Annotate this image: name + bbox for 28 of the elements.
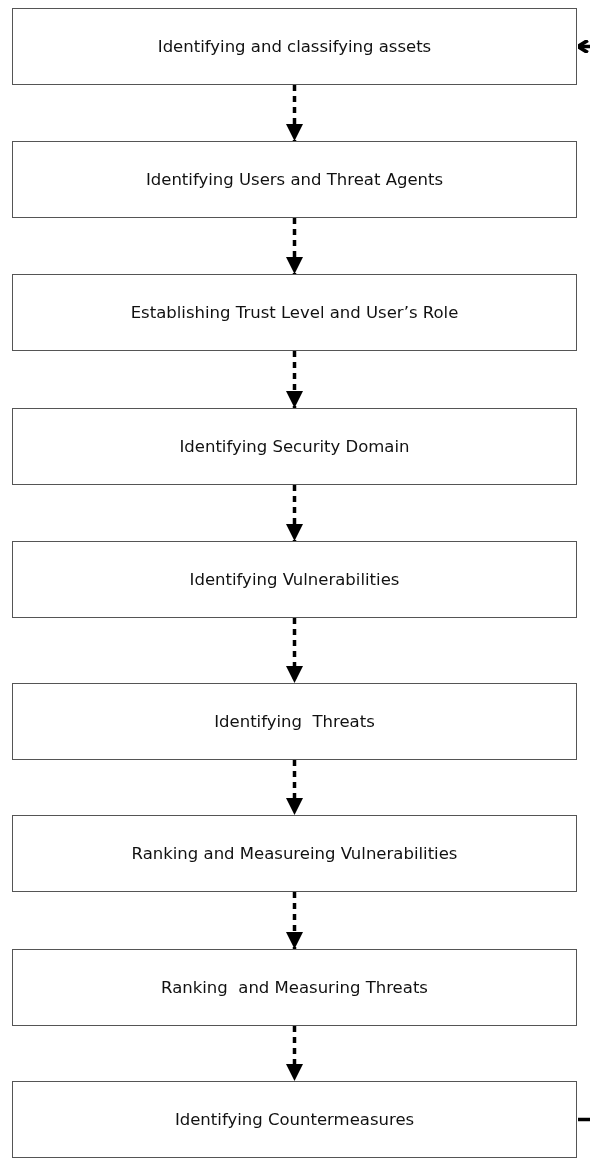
step-label: Identifying Threats — [214, 712, 375, 731]
step-label: Identifying Users and Threat Agents — [145, 170, 444, 189]
step-label: Establishing Trust Level and User’s Role — [130, 303, 459, 322]
step-label: Identifying Countermeasures — [174, 1110, 415, 1129]
line — [578, 1117, 590, 1122]
process-box — [12, 949, 577, 1026]
process-box — [12, 815, 577, 892]
process-box — [12, 541, 577, 618]
dashed-arrow — [285, 618, 304, 683]
process-box — [12, 683, 577, 760]
step-label: Identifying Security Domain — [179, 437, 410, 456]
process-box — [12, 1081, 577, 1158]
dashed-arrow — [285, 892, 304, 949]
process-box — [12, 274, 577, 351]
step-label: Identifying and classifying assets — [157, 37, 432, 56]
step-label: Identifying Vulnerabilities — [189, 570, 400, 589]
dashed-arrow — [285, 485, 304, 541]
process-box — [12, 141, 577, 218]
step-label: Ranking and Measuring Threats — [161, 978, 428, 997]
dashed-arrow — [285, 85, 304, 141]
step-label: Ranking and Measureing Vulnerabilities — [131, 844, 458, 863]
dashed-arrow — [285, 760, 304, 815]
process-box — [12, 8, 577, 85]
process-box — [12, 408, 577, 485]
dashed-arrow — [285, 218, 304, 274]
arrow — [576, 38, 590, 55]
dashed-arrow — [285, 351, 304, 408]
dashed-arrow — [285, 1026, 304, 1081]
